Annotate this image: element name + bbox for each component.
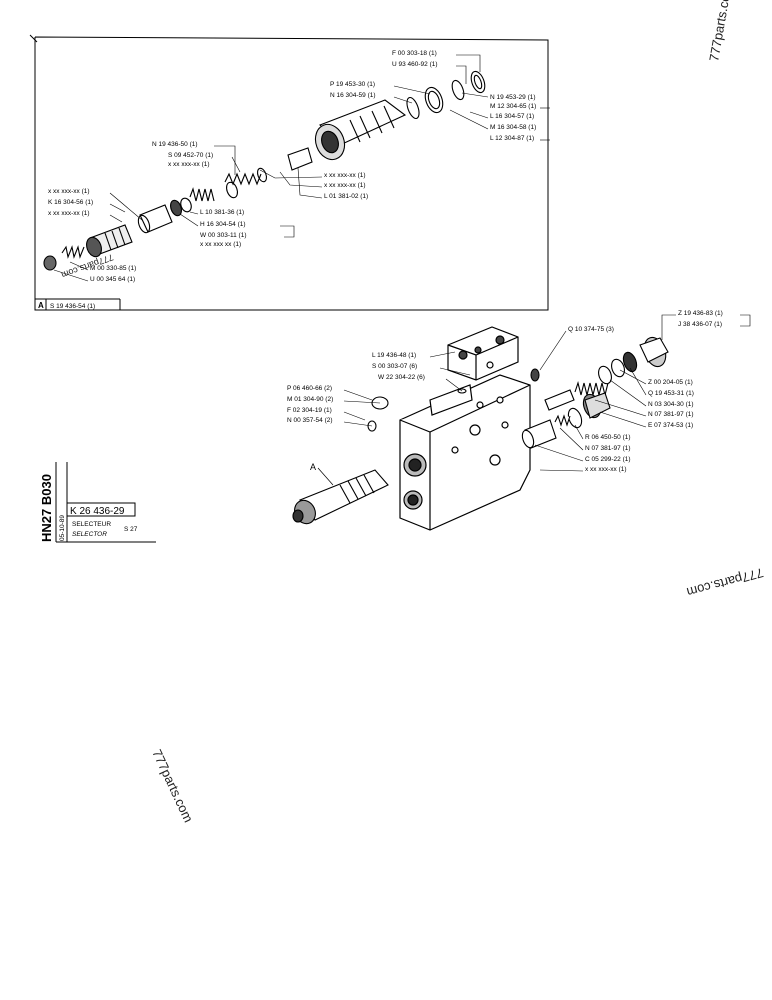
drawing-date: 05-10-89 (59, 515, 66, 541)
inset-label: F 00 303-18 (1) (392, 50, 437, 57)
callout-a: A (310, 462, 316, 472)
main-label: Q 10 374-75 (3) (568, 326, 614, 333)
spool-assembly-a (292, 469, 389, 525)
main-label: F 02 304-19 (1) (287, 407, 332, 414)
main-labels-right: Z 19 436-83 (1) J 38 436-07 (1) Q 10 374… (568, 310, 723, 473)
main-labels-left: L 19 436-48 (1) S 00 303-07 (6) W 22 304… (287, 352, 425, 424)
main-label: C 05 299-22 (1) (585, 456, 631, 463)
main-label: P 06 460-66 (2) (287, 385, 332, 392)
inset-label: U 93 460-92 (1) (392, 61, 438, 68)
main-label: W 22 304-22 (6) (378, 374, 425, 381)
main-label: N 03 304-30 (1) (648, 401, 694, 408)
inset-label: N 19 453-29 (1) (490, 94, 536, 101)
inset-key-text: S 19 436-54 (1) (50, 303, 95, 310)
main-label: N 07 381-97 (1) (648, 411, 694, 418)
inset-labels: F 00 303-18 (1) U 93 460-92 (1) P 19 453… (48, 50, 536, 283)
watermark: 777parts.com (685, 565, 765, 600)
main-label: J 38 436-07 (1) (678, 321, 722, 328)
inset-label: M 12 304-65 (1) (490, 103, 536, 110)
inset-label: L 12 304-87 (1) (490, 135, 534, 142)
callout-a-leader (317, 467, 334, 486)
inset-frame (29, 34, 549, 311)
inset-label: N 19 436-50 (1) (152, 141, 198, 148)
inset-label: x xx xxx-xx (1) (324, 172, 366, 179)
main-label: R 06 450-50 (1) (585, 434, 631, 441)
name-french: SELECTEUR (72, 521, 111, 528)
inset-parts (43, 70, 486, 271)
main-label: M 01 304-90 (2) (287, 396, 333, 403)
inset-label: x xx xxx xx (1) (200, 241, 241, 248)
main-label: x xx xxx-xx (1) (585, 466, 627, 473)
inset-label: M 00 330-85 (1) (90, 265, 136, 272)
inset-label: K 16 304-56 (1) (48, 199, 93, 206)
inset-label: x xx xxx-xx (1) (324, 182, 366, 189)
inset-label: U 00 345 64 (1) (90, 276, 135, 283)
title-block (55, 462, 156, 543)
model: S 27 (124, 526, 138, 533)
main-leaders (343, 314, 751, 472)
inset-label: W 00 303-11 (1) (200, 232, 246, 239)
inset-label: P 19 453-30 (1) (330, 81, 375, 88)
main-label: L 19 436-48 (1) (372, 352, 416, 359)
drawing-code: HN27 B030 (39, 474, 54, 542)
inset-label: x xx xxx-xx (1) (168, 161, 210, 168)
main-label: S 00 303-07 (6) (372, 363, 417, 370)
main-label: Z 19 436-83 (1) (678, 310, 723, 317)
inset-label: L 10 381-36 (1) (200, 209, 244, 216)
main-label: N 07 381-97 (1) (585, 445, 631, 452)
inset-label: x xx xxx-xx (1) (48, 188, 90, 195)
watermark: 777parts.com (149, 747, 196, 825)
watermark: 777parts.com (706, 0, 734, 63)
inset-label: S 09 452-70 (1) (168, 152, 213, 159)
valve-body (399, 326, 531, 531)
main-label: Z 00 204-05 (1) (648, 379, 693, 386)
part-number: K 26 436-29 (70, 506, 125, 517)
inset-label: N 16 304-59 (1) (330, 92, 376, 99)
inset-label: H 16 304-54 (1) (200, 221, 246, 228)
inset-label: L 01 381-02 (1) (324, 193, 368, 200)
inset-label: L 16 304-57 (1) (490, 113, 534, 120)
inset-leaders (53, 54, 550, 282)
main-label: E 07 374-53 (1) (648, 422, 693, 429)
inset-label: M 16 304-58 (1) (490, 124, 536, 131)
name-english: SELECTOR (72, 531, 107, 538)
right-parts (367, 336, 669, 449)
inset-label: x xx xxx-xx (1) (48, 210, 90, 217)
main-label: Q 19 453-31 (1) (648, 390, 694, 397)
inset-key-letter: A (38, 301, 44, 310)
main-label: N 00 357-54 (2) (287, 417, 333, 424)
